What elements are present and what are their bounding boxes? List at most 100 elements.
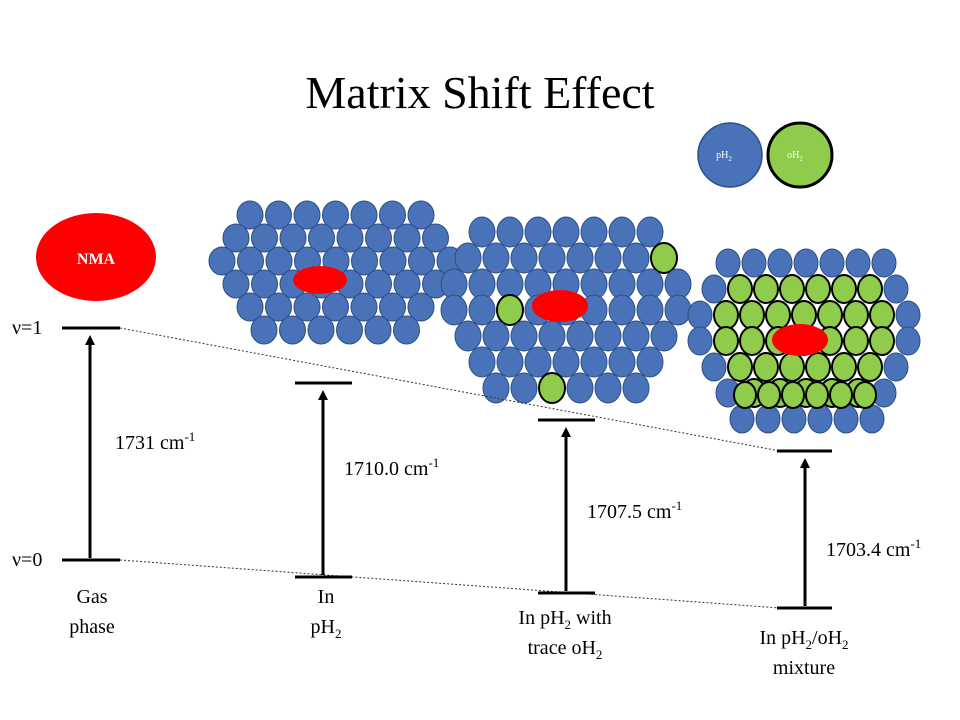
- ph2-levels: [295, 381, 352, 579]
- ph2-molecule: [265, 292, 292, 322]
- upper-dotted-line: [119, 327, 781, 452]
- ph2-molecule: [883, 352, 909, 382]
- ph2-molecule: [524, 346, 552, 378]
- oh2-molecule: [805, 274, 831, 304]
- nma-label: NMA: [77, 251, 116, 268]
- ph2-molecule: [468, 216, 496, 248]
- oh2-molecule: [805, 381, 829, 409]
- ph2-molecule: [566, 320, 594, 352]
- ph2-molecule: [237, 246, 264, 276]
- caption-ph2-line2-sub: 2: [335, 626, 342, 641]
- ph2-molecule: [793, 248, 819, 278]
- oh2-molecule: [805, 352, 831, 382]
- legend-oh2-label: oH: [787, 150, 799, 161]
- ph2-molecule: [580, 216, 608, 248]
- ph2-molecule: [251, 223, 278, 253]
- trace-levels: [538, 418, 595, 595]
- oh2-molecule: [779, 352, 805, 382]
- oh2-molecule: [831, 274, 857, 304]
- ph2-molecule: [379, 200, 406, 230]
- caption-mix-line1-sub2: 2: [842, 637, 849, 652]
- ph2-molecule: [251, 269, 278, 299]
- ph2-molecule: [236, 292, 264, 322]
- ph2-molecule: [566, 242, 594, 274]
- ph2-molecule: [482, 320, 510, 352]
- ph2-molecule: [393, 315, 420, 345]
- transition-gas-sup: -1: [184, 429, 195, 444]
- ph2-molecule: [636, 294, 664, 326]
- ph2-molecule: [819, 248, 845, 278]
- svg-text:trace oH2: trace oH2: [528, 637, 603, 662]
- ph2-molecule: [622, 320, 650, 352]
- ph2-molecule: [701, 274, 727, 304]
- lattice-ph2-oh2-mixture: [687, 248, 921, 434]
- oh2-molecule: [765, 300, 791, 330]
- transition-trace-sup: -1: [671, 498, 682, 513]
- oh2-molecule: [727, 352, 753, 382]
- ph2-molecule: [883, 274, 909, 304]
- oh2-molecule: [496, 294, 524, 326]
- transition-trace-value: 1707.5 cm: [587, 501, 672, 523]
- ph2-molecule: [407, 200, 435, 230]
- transition-gas: 1731 cm-1: [115, 429, 195, 454]
- caption-trace-line2a: trace oH: [528, 637, 596, 659]
- ph2-molecule: [222, 269, 250, 299]
- ph2-molecule: [440, 294, 468, 326]
- ph2-molecule: [336, 315, 363, 345]
- ph2-molecule: [322, 292, 349, 322]
- gas-phase-levels: [62, 326, 120, 562]
- transition-ph2-sup: -1: [428, 455, 439, 470]
- caption-trace-line1-sub: 2: [565, 617, 572, 632]
- ph2-molecule: [279, 223, 307, 253]
- oh2-molecule: [869, 326, 895, 356]
- oh2-molecule: [829, 381, 853, 409]
- caption-gas-phase: Gas phase: [69, 586, 115, 638]
- ph2-molecule: [308, 223, 335, 253]
- ph2-molecule: [408, 246, 435, 276]
- transition-ph2: 1710.0 cm-1: [344, 455, 439, 480]
- ph2-molecule: [552, 216, 580, 248]
- ph2-molecule: [538, 320, 566, 352]
- oh2-molecule: [650, 242, 678, 274]
- ph2-molecule: [236, 200, 264, 230]
- ph2-molecule: [687, 326, 713, 356]
- oh2-molecule: [713, 300, 739, 330]
- ph2-molecule: [307, 315, 335, 345]
- transition-mixture-sup: -1: [910, 536, 921, 551]
- ph2-molecule: [650, 320, 678, 352]
- nma-molecule: NMA: [36, 213, 156, 301]
- ph2-molecule: [468, 294, 496, 326]
- legend-oh2-sub: 2: [799, 155, 803, 163]
- ph2-molecule: [845, 248, 871, 278]
- oh2-molecule: [843, 300, 869, 330]
- ph2-molecule: [781, 404, 807, 434]
- ph2-molecule: [293, 292, 321, 322]
- oh2-molecule: [857, 274, 883, 304]
- ph2-molecule: [895, 300, 921, 330]
- ph2-molecule: [222, 223, 250, 253]
- level-v0-label: ν=0: [12, 549, 42, 571]
- ph2-molecule: [393, 223, 421, 253]
- ph2-molecule: [594, 372, 622, 404]
- ph2-molecule: [350, 292, 378, 322]
- ph2-molecule: [767, 248, 793, 278]
- oh2-molecule: [869, 300, 895, 330]
- ph2-molecule: [859, 404, 885, 434]
- ph2-molecule: [496, 346, 524, 378]
- oh2-molecule: [853, 381, 877, 409]
- caption-trace-line1a: In pH: [518, 607, 564, 629]
- ph2-molecule: [608, 216, 636, 248]
- ph2-molecule: [365, 223, 392, 253]
- ph2-molecule: [664, 294, 692, 326]
- ph2-molecule: [379, 292, 406, 322]
- legend-oh2: oH2: [766, 121, 834, 189]
- oh2-molecule: [831, 352, 857, 382]
- caption-gas-line1: Gas: [76, 586, 107, 608]
- oh2-molecule: [753, 352, 779, 382]
- lattice-ph2-trace-oh2: [440, 216, 692, 404]
- ph2-molecule: [279, 315, 306, 345]
- oh2-molecule: [781, 381, 805, 409]
- ph2-molecule: [510, 372, 538, 404]
- svg-text:In pH2 with: In pH2 with: [518, 607, 611, 632]
- legend-ph2-circle: [697, 122, 763, 188]
